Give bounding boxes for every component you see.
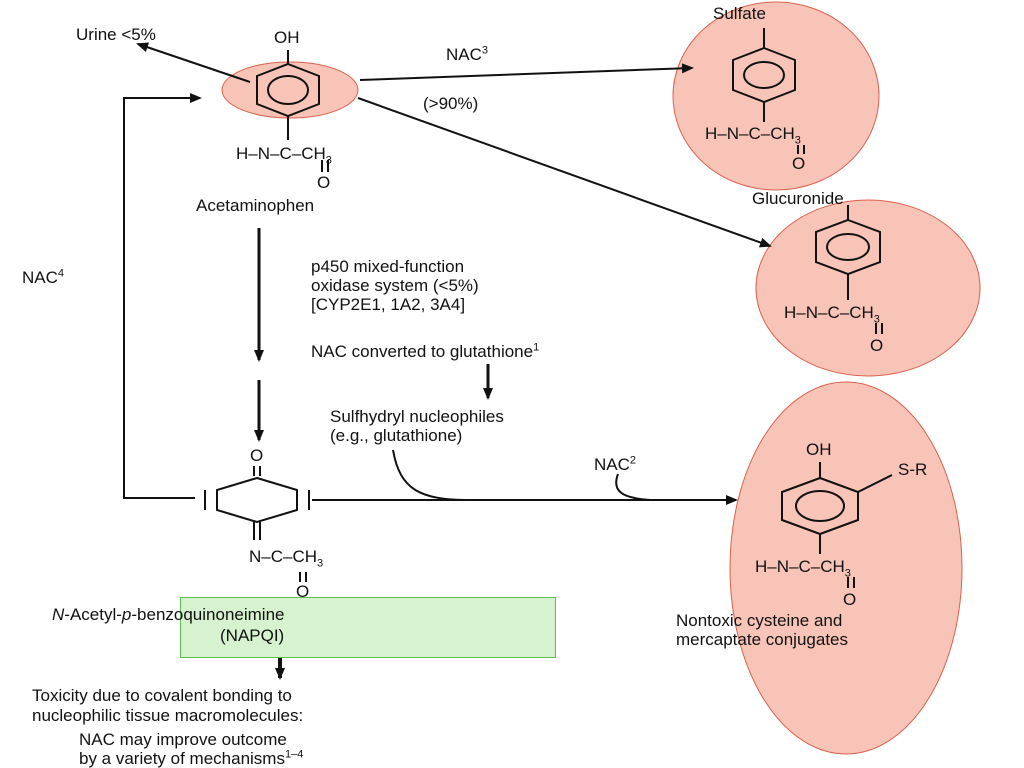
nac2-curve: [615, 473, 651, 501]
sulfate-chain: H–N–C–CH3: [705, 124, 801, 147]
glucuronide-o: O: [870, 336, 884, 355]
nac2-text: NAC: [594, 455, 630, 474]
p450-line3: [CYP2E1, 1A2, 3A4]: [311, 295, 466, 314]
conj-chain-sub: 3: [844, 567, 851, 580]
glucuronide-ring: [815, 205, 883, 334]
nac4-text: NAC: [22, 268, 58, 287]
nac-may-line2: by a variety of mechanisms1–4: [79, 749, 303, 768]
napqi-name-end: -benzoquinoneimine: [131, 605, 285, 624]
nac-converted-label: NAC converted to glutathione1: [311, 342, 539, 361]
nac3-text: NAC: [446, 45, 482, 64]
nac4-sup: 4: [57, 267, 65, 280]
napqi-name-rest: -Acetyl-: [64, 605, 122, 624]
acetaminophen-chain: H–N–C–CH3: [236, 144, 332, 167]
sulfhydryl-line2: (e.g., glutathione): [330, 426, 463, 445]
nac3-label: NAC3: [446, 45, 488, 64]
napqi-name-highlight: [180, 597, 556, 658]
sulfhydryl-curve: [392, 449, 471, 501]
napqi-name-n: N: [52, 605, 65, 624]
gluc-chain-text: H–N–C–CH: [784, 303, 874, 322]
sulf-chain-text: H–N–C–CH: [705, 124, 795, 143]
acetaminophen-ring: [256, 50, 320, 140]
nac-converted-text: NAC converted to glutathione: [311, 342, 534, 361]
sulfate-o: O: [792, 154, 806, 173]
glucuronide-label: Glucuronide: [752, 189, 844, 208]
napqi-chain-sub: 3: [317, 557, 324, 570]
napqi-o-bottom: O: [296, 582, 310, 601]
nac2-sup: 2: [629, 454, 637, 467]
napqi-o-top: O: [250, 446, 264, 465]
nontoxic-line1: Nontoxic cysteine and: [676, 611, 843, 630]
sulfate-label: Sulfate: [713, 4, 766, 23]
urine-label: Urine <5%: [76, 25, 156, 44]
napqi-chain-text: N–C–CH: [249, 547, 318, 566]
sulfhydryl-line1: Sulfhydryl nucleophiles: [330, 407, 504, 426]
nac4-recycle-arrow: [123, 93, 202, 499]
sulf-chain-sub: 3: [794, 134, 801, 147]
napqi-chain: N–C–CH3: [249, 547, 324, 570]
nac2-label: NAC2: [594, 455, 636, 474]
conjugate-ring: [781, 462, 893, 588]
sulfate-arrow: [359, 63, 694, 81]
glucuronide-chain: H–N–C–CH3: [784, 303, 880, 326]
sulfate-highlight: [672, 1, 880, 191]
nac-may-text: by a variety of mechanisms: [79, 749, 285, 768]
acetaminophen-carbonyl-bond: [321, 160, 329, 172]
napqi-name: N-Acetyl-p-benzoquinoneimine: [52, 605, 284, 624]
nac-may-line1: NAC may improve outcome: [79, 730, 287, 749]
napqi-name-p: p: [121, 605, 132, 624]
sr-label: S-R: [898, 460, 928, 479]
conjugate-highlight: [729, 381, 963, 755]
nontoxic-line2: mercaptate conjugates: [676, 630, 848, 649]
p450-line1: p450 mixed-function: [311, 257, 465, 276]
napqi-abbr: (NAPQI): [220, 626, 285, 645]
gluc-chain-sub: 3: [873, 313, 880, 326]
acet-chain-sub: 3: [325, 154, 332, 167]
nac3-sup: 3: [481, 44, 489, 57]
conj-chain-text: H–N–C–CH: [755, 557, 845, 576]
sulfate-ring: [732, 28, 805, 154]
nac4-label: NAC4: [22, 268, 64, 287]
acetaminophen-o: O: [317, 173, 331, 192]
acetaminophen-label: Acetaminophen: [196, 196, 315, 215]
oh-top-label: OH: [274, 28, 300, 47]
toxicity-line1: Toxicity due to covalent bonding to: [32, 686, 292, 705]
conjugate-o: O: [843, 590, 857, 609]
p450-line2: oxidase system (<5%): [311, 276, 479, 295]
glucuronide-highlight: [755, 199, 981, 377]
nac-converted-sup: 1: [533, 341, 540, 354]
conjugate-chain: H–N–C–CH3: [755, 557, 851, 580]
napqi-ring: [204, 466, 310, 582]
oh-conj-label: OH: [806, 440, 832, 459]
urine-arrow: [136, 42, 251, 83]
toxicity-line2: nucleophilic tissue macromolecules:: [32, 706, 304, 725]
glucuronide-arrow: [357, 97, 772, 248]
nac-may-sup: 1–4: [284, 748, 304, 761]
gt90-label: (>90%): [423, 94, 479, 113]
acet-chain-text: H–N–C–CH: [236, 144, 326, 163]
